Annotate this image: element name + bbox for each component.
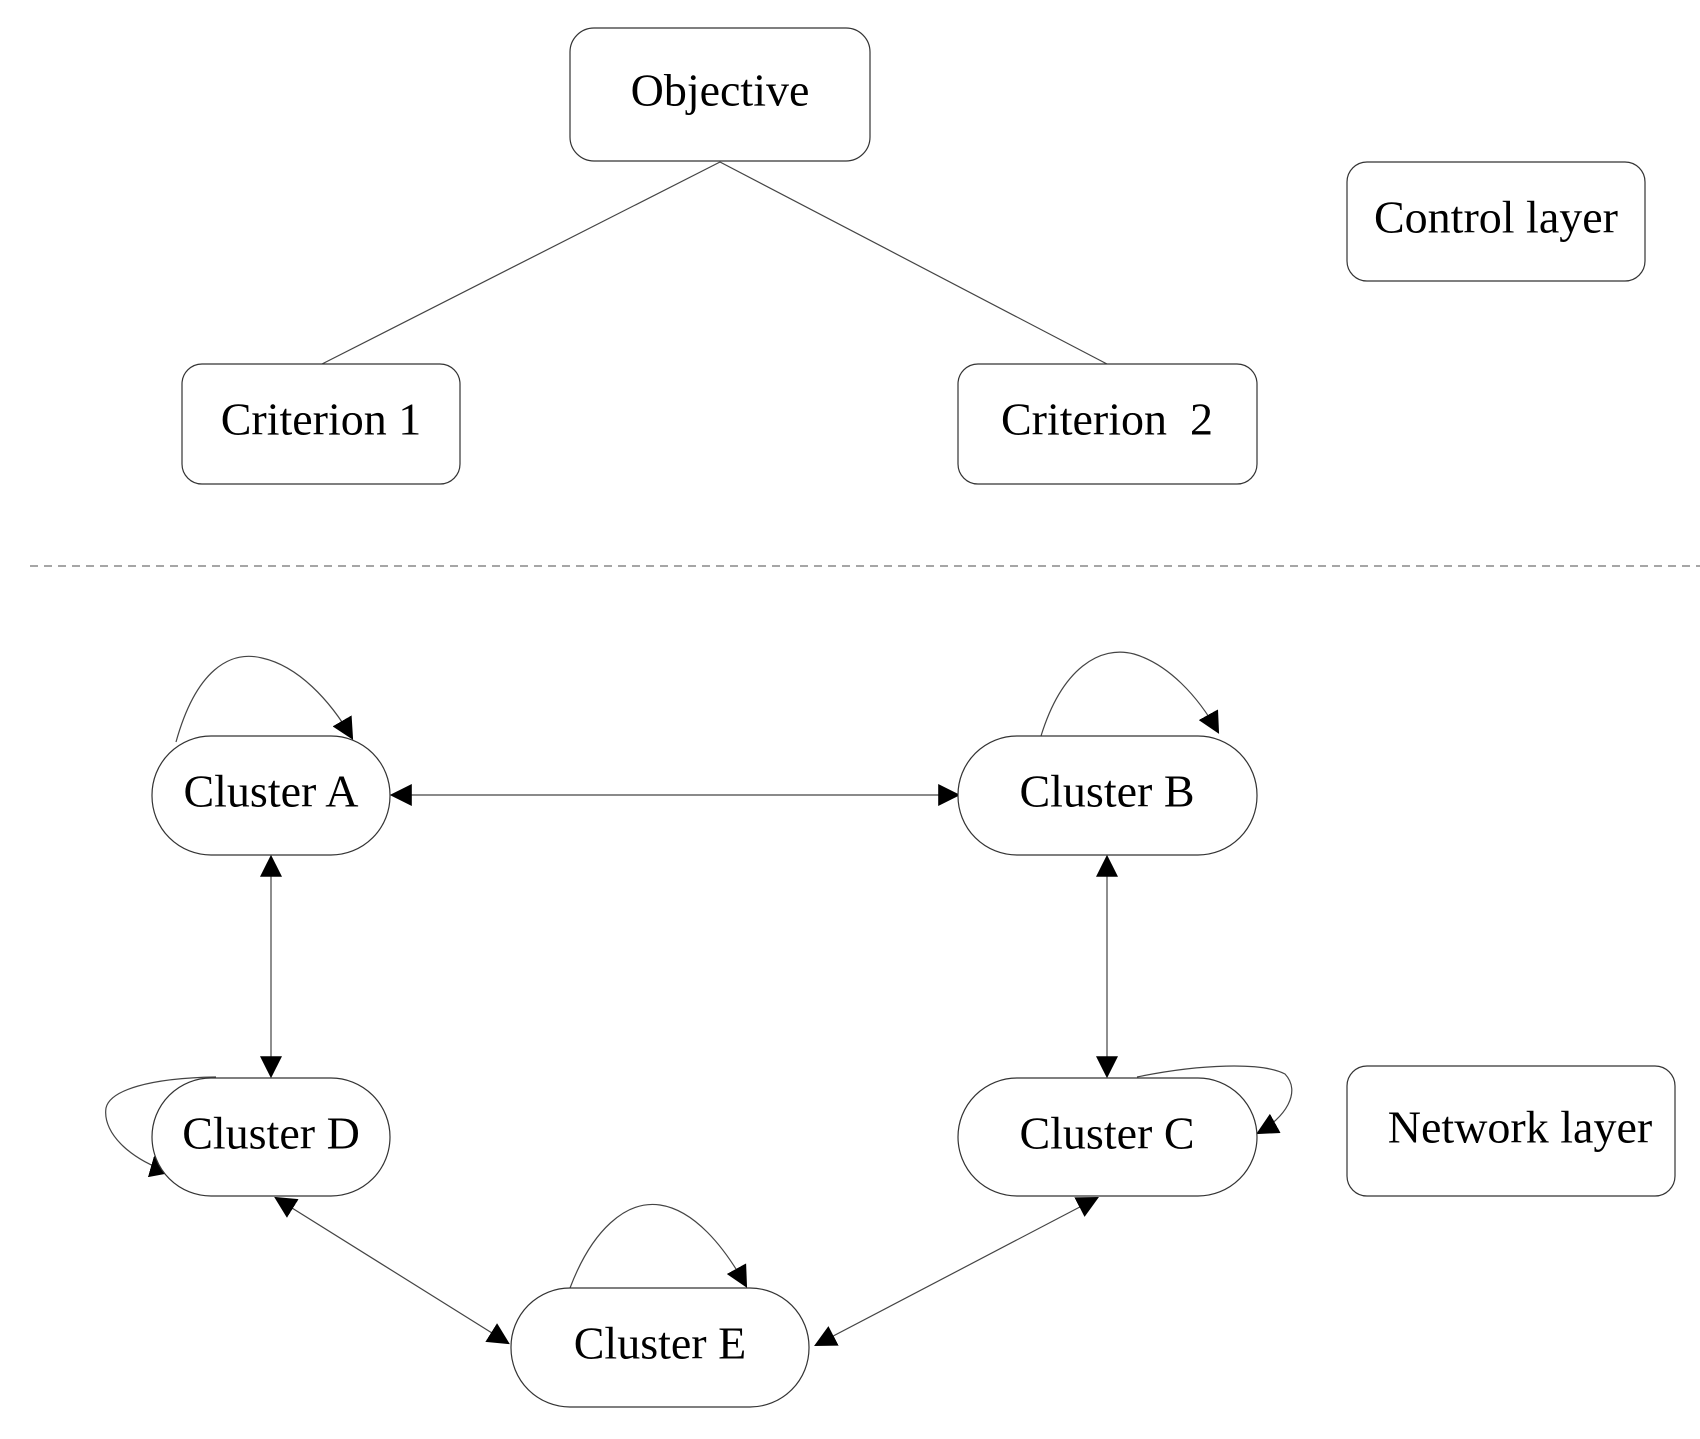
self-loop-cluster-a (175, 655, 354, 743)
edge-objective-criterion-1 (321, 161, 721, 365)
criterion-2-label: Criterion 2 (1001, 394, 1213, 445)
control-layer-label: Control layer (1374, 192, 1618, 243)
cluster-b-node: Cluster B (957, 735, 1258, 856)
self-loop-cluster-b (1040, 651, 1220, 737)
network-layer-legend: Network layer (1346, 1065, 1676, 1197)
objective-label: Objective (631, 65, 810, 116)
self-loop-cluster-d (105, 1076, 217, 1178)
criterion-2-node: Criterion 2 (957, 363, 1258, 485)
control-layer: Objective Criterion 1 Criterion 2 Contro… (181, 27, 1646, 485)
edge-cluster-d-cluster-e (274, 1196, 510, 1345)
cluster-a-label: Cluster A (183, 766, 358, 817)
criterion-1-label: Criterion 1 (221, 394, 422, 445)
cluster-e-node: Cluster E (510, 1287, 810, 1408)
cluster-a-node: Cluster A (151, 735, 391, 856)
cluster-c-label: Cluster C (1019, 1108, 1194, 1159)
cluster-b-label: Cluster B (1019, 766, 1194, 817)
self-loop-cluster-c (1136, 1065, 1293, 1135)
cluster-e-label: Cluster E (574, 1318, 746, 1369)
cluster-d-label: Cluster D (182, 1108, 360, 1159)
cluster-d-node: Cluster D (151, 1077, 391, 1197)
objective-node: Objective (569, 27, 871, 162)
network-layer-label: Network layer (1388, 1102, 1652, 1153)
cluster-c-node: Cluster C (957, 1077, 1258, 1197)
criterion-1-node: Criterion 1 (181, 363, 461, 485)
edge-cluster-c-cluster-e (814, 1196, 1099, 1347)
edge-objective-criterion-2 (719, 161, 1108, 365)
control-layer-legend: Control layer (1346, 161, 1646, 282)
network-layer: Cluster A Cluster B Cluster D Cluster C … (105, 651, 1676, 1408)
self-loop-cluster-e (569, 1203, 748, 1289)
